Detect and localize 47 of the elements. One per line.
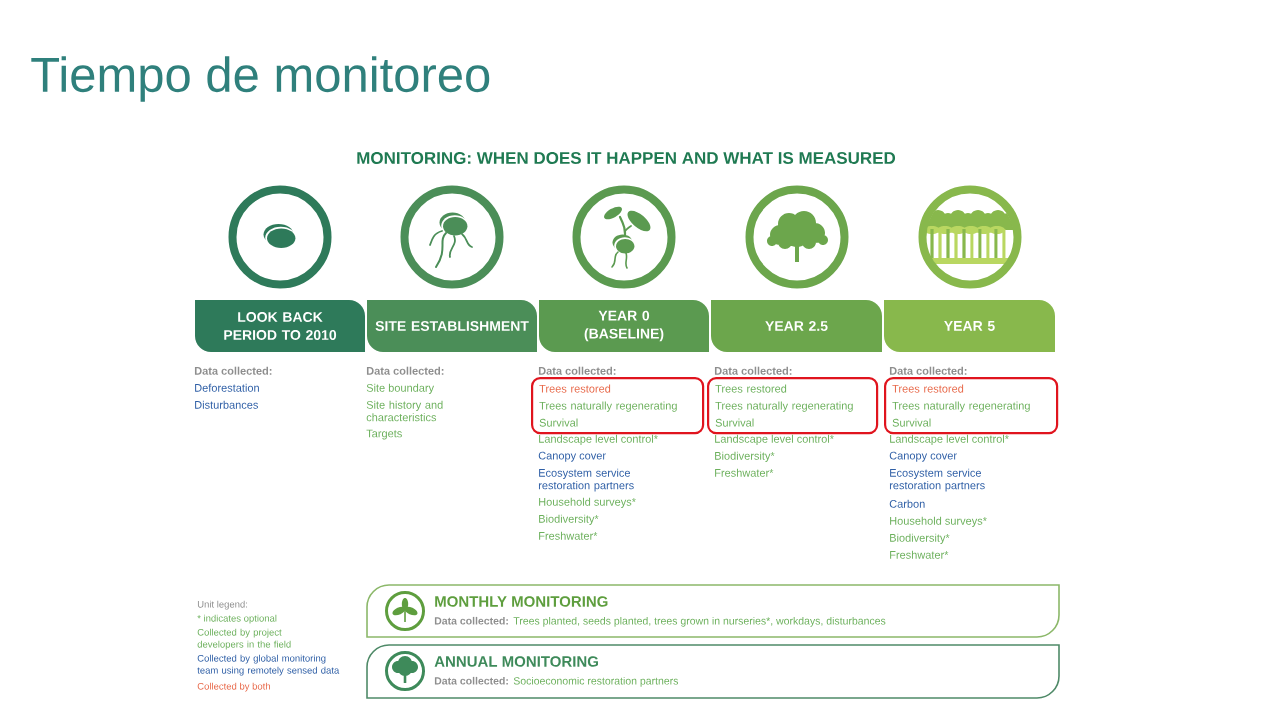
panel-heading: ANNUAL MONITORING: [434, 656, 598, 667]
data-text: Socioeconomic restoration partners: [513, 676, 679, 687]
timeline-band: YEAR 2.5: [711, 300, 882, 352]
list-item: Biodiversity*: [715, 451, 775, 462]
slide-title: Tiempo de monitoreo: [31, 56, 490, 102]
list-item: Biodiversity*: [890, 533, 950, 544]
list-item: Household surveys*: [539, 497, 636, 508]
list-item: Site boundary: [366, 383, 435, 394]
timeline-band: LOOK BACK PERIOD TO 2010: [195, 300, 365, 352]
panel-heading: MONTHLY MONITORING: [435, 596, 608, 607]
legend-entry: Collected by global monitoring team using remotely sensed data: [197, 654, 340, 676]
list-item: Canopy cover: [889, 451, 957, 462]
heading: MONITORING: WHEN DOES IT HAPPEN AND WHAT IS MEASURED: [357, 152, 896, 164]
list-heading: Data collected:: [366, 366, 444, 375]
list-item: Ecosystem service restoration partners: [538, 468, 634, 492]
legend-entry: Collected by project developers in the field: [197, 628, 291, 650]
legend-note: * indicates optional: [197, 614, 277, 624]
list-item: Landscape level control*: [715, 434, 834, 445]
list-item: Freshwater*: [539, 531, 598, 540]
timeline-band: YEAR 5: [884, 300, 1055, 352]
data-text: Trees planted, seeds planted, trees grown in nurseries*, workdays, disturbances: [513, 616, 886, 627]
highlight-box: Trees restored Trees naturally regenerating Survival: [707, 377, 879, 435]
timeline-band: SITE ESTABLISHMENT: [367, 300, 537, 352]
highlight-box: Trees restored Trees naturally regenerating Survival: [884, 377, 1059, 435]
list-heading: Data collected:: [538, 366, 616, 375]
list-item: Ecosystem service restoration partners: [889, 468, 985, 492]
list-heading: Data collected:: [714, 366, 792, 375]
list-item: Disturbances: [195, 400, 258, 409]
list-item: Carbon: [889, 499, 925, 508]
list-item: Freshwater*: [715, 468, 774, 477]
list-item: Household surveys*: [890, 516, 987, 527]
list-item: Deforestation: [195, 383, 259, 392]
legend-entry: Collected by both: [197, 682, 270, 692]
list-item: Freshwater*: [890, 550, 949, 559]
list-heading: Data collected:: [889, 366, 967, 375]
timeline-band: YEAR 0 (BASELINE): [539, 300, 709, 352]
highlight-box: Trees restored Trees naturally regenerating Survival: [531, 377, 705, 435]
list-item: Biodiversity*: [539, 514, 599, 525]
list-item: Site history and characteristics: [366, 400, 443, 422]
list-item: Targets: [366, 429, 402, 440]
list-heading: Data collected:: [194, 366, 272, 375]
data-label: Data collected:: [434, 616, 508, 625]
legend-title: Unit legend:: [197, 600, 247, 610]
list-item: Canopy cover: [538, 451, 606, 462]
data-label: Data collected:: [434, 676, 508, 685]
list-item: Landscape level control*: [539, 434, 658, 445]
list-item: Landscape level control*: [890, 434, 1009, 445]
